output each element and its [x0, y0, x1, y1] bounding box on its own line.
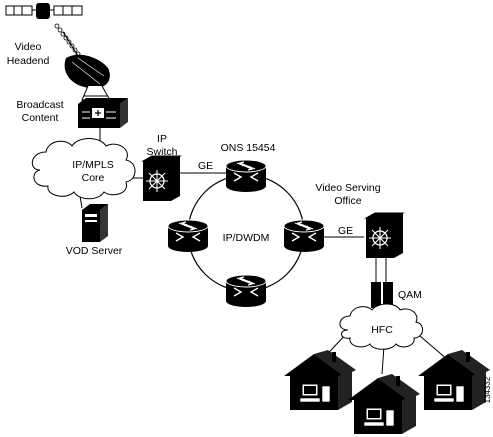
- ge-left-label: GE: [198, 160, 213, 172]
- qam-icon: [371, 282, 393, 308]
- vod-server-icon: [82, 204, 108, 242]
- vod-server-label: VOD Server: [66, 245, 123, 257]
- video-headend-label: Video: [15, 41, 42, 53]
- ons-label: ONS 15454: [221, 142, 276, 154]
- video-serving-office-label-2: Office: [334, 195, 361, 207]
- ge-right-label: GE: [338, 225, 353, 237]
- ip-switch-icon: [142, 155, 181, 202]
- qam-label: QAM: [398, 289, 422, 301]
- ip-mpls-core-label: IP/MPLS: [72, 159, 113, 171]
- connection-lines: [62, 31, 449, 375]
- satellite-icon: [5, 3, 83, 19]
- hfc-label: HFC: [371, 324, 393, 336]
- signal-icon: [54, 23, 81, 57]
- broadcast-device-icon: [78, 98, 128, 128]
- ip-switch-label-2: Switch: [147, 146, 178, 158]
- figure-id: 134332: [483, 376, 492, 403]
- video-headend-label-2: Headend: [7, 55, 50, 67]
- house-right-icon: [417, 349, 491, 411]
- vso-switch-icon: [365, 212, 404, 259]
- ons-router-left-icon: [167, 219, 209, 253]
- ip-dwdm-label: IP/DWDM: [223, 232, 270, 244]
- broadcast-content-label-2: Content: [22, 112, 59, 124]
- ip-switch-label: IP: [157, 133, 167, 145]
- ip-mpls-core-label-2: Core: [82, 172, 105, 184]
- video-serving-office-label: Video Serving: [315, 182, 380, 194]
- satellite-dish-icon: [64, 54, 111, 101]
- ons-router-bottom-icon: [225, 274, 267, 308]
- broadcast-content-label: Broadcast: [16, 99, 63, 111]
- house-left-icon: [283, 349, 357, 411]
- house-center-icon: [347, 373, 421, 435]
- ip-mpls-core-cloud: [31, 138, 136, 200]
- hfc-cloud: [339, 303, 423, 350]
- ons-router-right-icon: [283, 219, 325, 253]
- ons-router-top-icon: [225, 159, 267, 193]
